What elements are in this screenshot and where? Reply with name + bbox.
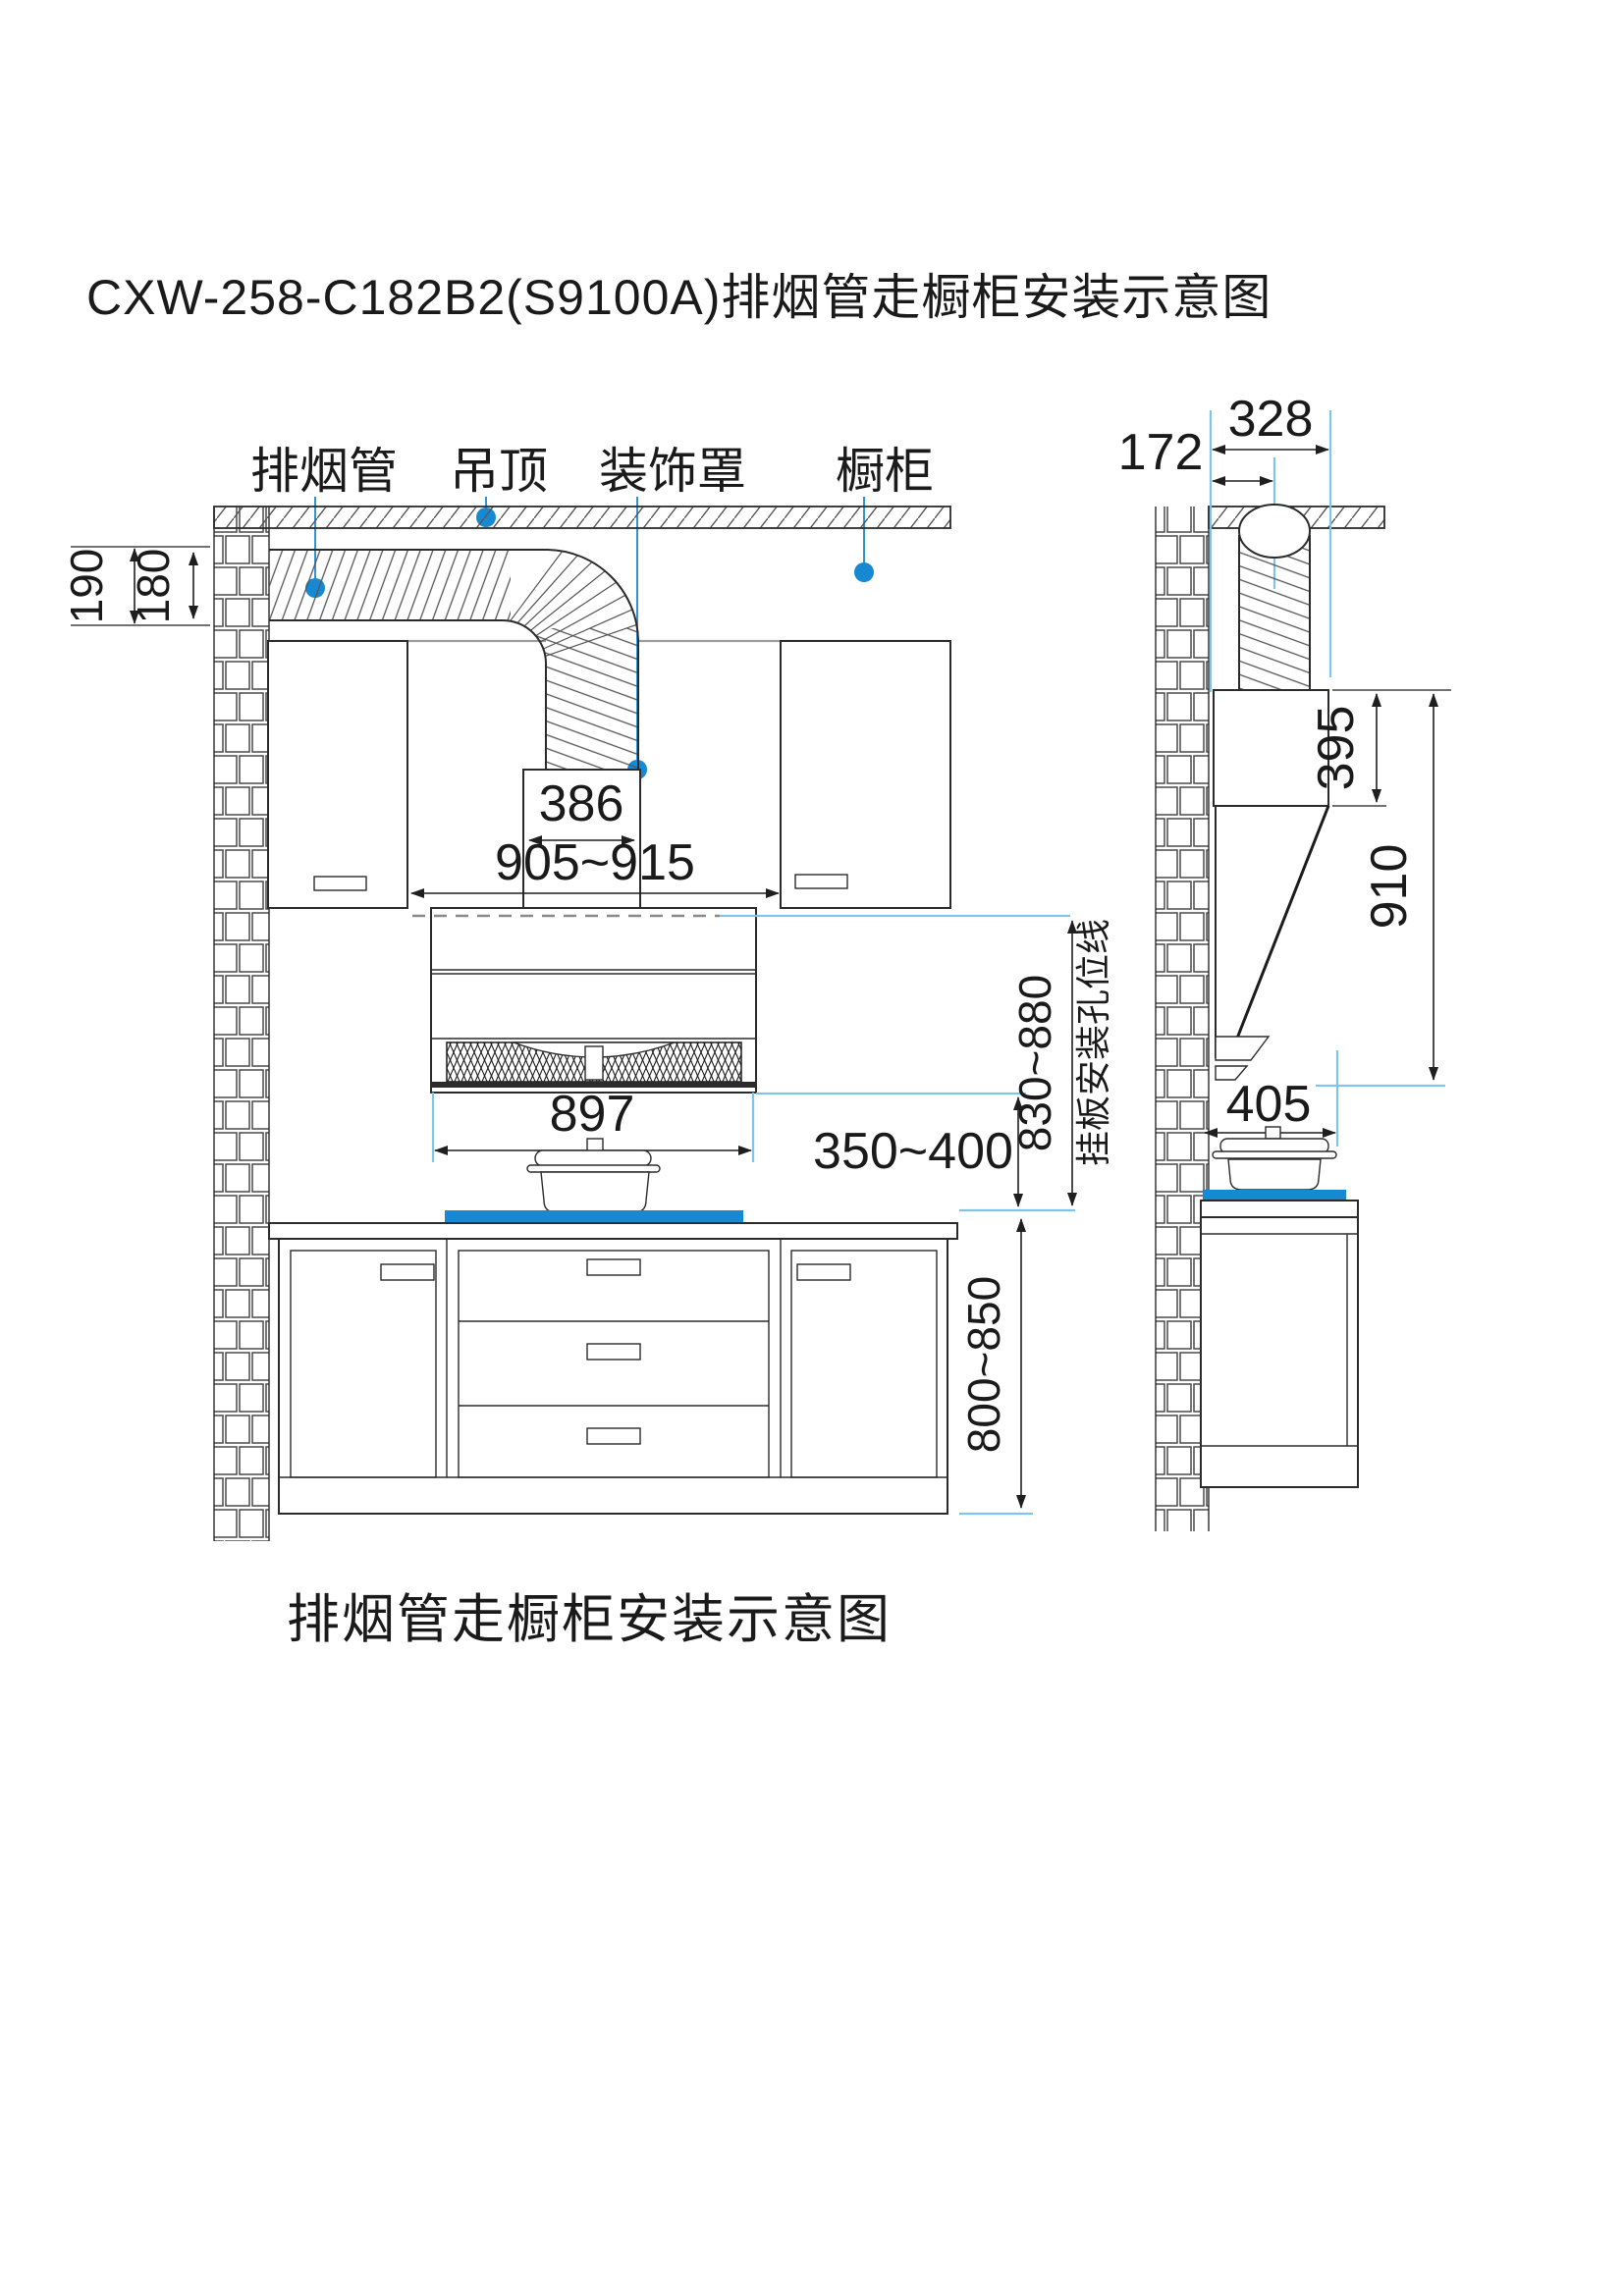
base-door-right	[790, 1250, 938, 1478]
pot-front	[526, 1138, 661, 1213]
dim-328: 328	[1228, 391, 1314, 448]
base-cabinet-side	[1200, 1216, 1359, 1488]
wall-cabinet-left-handle	[313, 876, 367, 891]
hood-spout-lower	[1215, 1065, 1249, 1081]
elbow-fan-hatch	[510, 550, 638, 657]
wall-cabinet-right	[780, 640, 951, 909]
pot-lid-knob	[586, 1138, 604, 1152]
front-ceiling-band	[213, 506, 951, 529]
pot-side	[1212, 1126, 1337, 1191]
label-ceiling: 吊顶	[450, 444, 548, 499]
countertop-side	[1200, 1200, 1359, 1218]
dim-mount-hole: 830~880 挂板安装孔位线	[1009, 919, 1113, 1206]
dim-386: 386	[539, 775, 624, 832]
dim-hood-depth: 405	[1204, 1050, 1339, 1147]
dim-350-400: 350~400	[813, 1123, 1013, 1180]
dim-910: 910	[1361, 844, 1418, 930]
front-view: 190 180 386 905~915	[61, 506, 1113, 1541]
dim-hood-to-hob: 350~400	[813, 1096, 1075, 1212]
dim-172: 172	[1118, 424, 1204, 481]
page-title: CXW-258-C182B2(S9100A)排烟管走橱柜安装示意图	[86, 270, 1272, 325]
side-duct-outlet	[1238, 504, 1311, 559]
dim-190: 190	[61, 549, 112, 624]
pot-body	[540, 1171, 650, 1213]
hood-spout-upper	[1215, 1036, 1271, 1061]
dim-830-880: 830~880	[1009, 975, 1060, 1151]
base-door-left	[290, 1250, 437, 1478]
dim-cabinet-gap: 905~915	[410, 834, 780, 898]
dim-hood-total-height: 910	[1316, 693, 1445, 1088]
dim-hood-body-height: 395	[1308, 689, 1451, 807]
label-exhaust-pipe: 排烟管	[250, 444, 398, 499]
front-wall-brick	[214, 507, 269, 1541]
range-hood-front	[412, 907, 1070, 1095]
dim-hood-width: 897	[431, 1086, 755, 1162]
dim-180: 180	[128, 549, 179, 624]
hood-bottom-band	[431, 1082, 756, 1088]
side-view: 328 172 395	[1118, 391, 1451, 1531]
dim-ceiling-depth: 328	[1209, 391, 1332, 692]
decor-cover-box: 386	[522, 769, 641, 909]
countertop-front	[268, 1222, 958, 1240]
drawer-handle-3	[586, 1427, 641, 1445]
wall-cabinet-left	[267, 640, 408, 909]
cooktop-side	[1203, 1190, 1346, 1201]
wall-cabinet-right-handle	[794, 874, 848, 889]
pot-lid	[534, 1149, 652, 1167]
dim-405: 405	[1226, 1076, 1312, 1133]
range-hood-side	[1213, 689, 1330, 1081]
leader-dot-cabinet	[854, 562, 874, 582]
hood-motor-housing	[584, 1045, 604, 1081]
cooktop-front	[445, 1210, 743, 1223]
pot-rim	[526, 1164, 661, 1173]
dim-base-height: 800~850	[958, 1218, 1033, 1516]
label-decor-cover: 装饰罩	[599, 444, 746, 499]
dim-duct-offset: 172	[1118, 424, 1276, 589]
dim-duct-heights: 190 180	[61, 546, 210, 626]
dim-800-850: 800~850	[958, 1276, 1009, 1453]
base-cabinet-front	[278, 1238, 948, 1515]
drawer-handle-2	[586, 1343, 641, 1361]
side-duct	[1238, 504, 1311, 690]
label-cabinet: 橱柜	[836, 444, 934, 499]
hood-slant-front	[1227, 805, 1330, 1059]
mount-hole-note: 挂板安装孔位线	[1073, 919, 1113, 1166]
base-door-left-handle	[380, 1263, 435, 1281]
base-door-right-handle	[796, 1263, 851, 1281]
diagram-caption: 排烟管走橱柜安装示意图	[287, 1590, 892, 1649]
drawer-handle-1	[586, 1258, 641, 1276]
dim-897: 897	[550, 1086, 635, 1143]
dim-395: 395	[1308, 706, 1365, 791]
dim-905-915: 905~915	[495, 834, 695, 891]
